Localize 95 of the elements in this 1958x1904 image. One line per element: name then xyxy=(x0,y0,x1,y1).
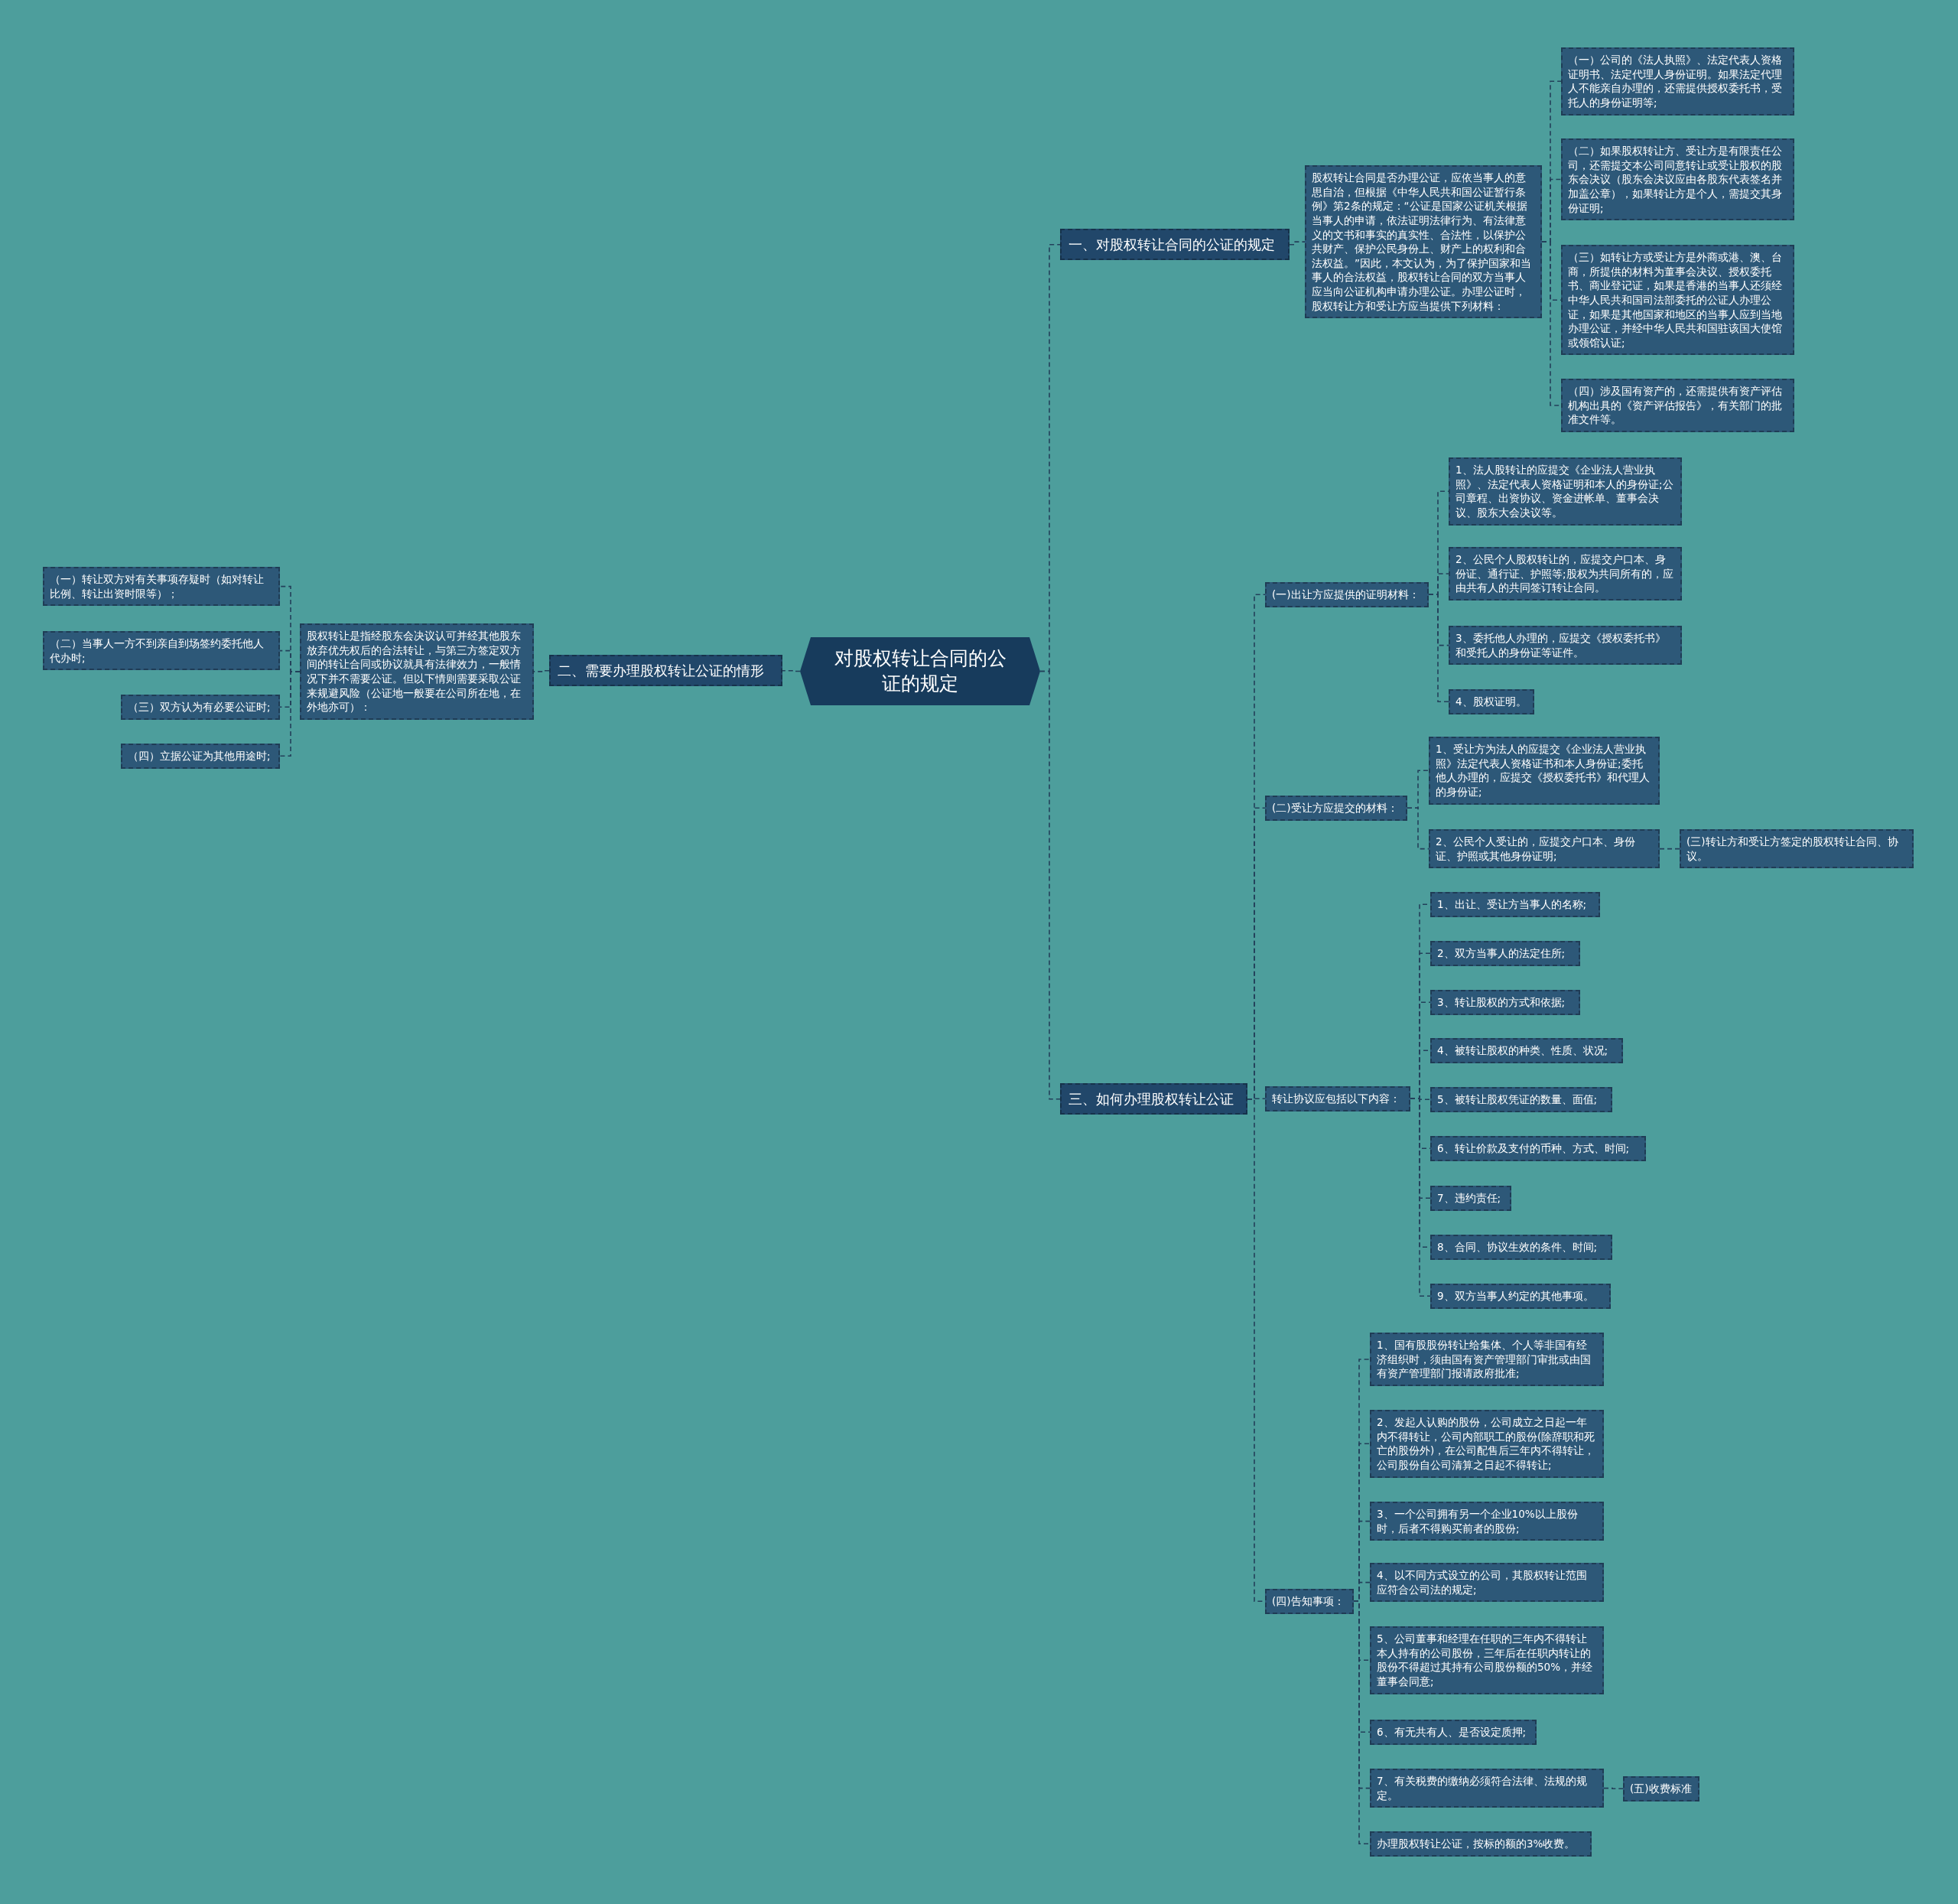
branch-topic xyxy=(549,655,782,687)
topic-text: (二)受让方应提交的材料： xyxy=(1272,801,1399,815)
topic-box xyxy=(43,631,280,671)
topic-text: (五)收费标准 xyxy=(1630,1782,1693,1796)
topic-text: 6、转让价款及支付的币种、方式、时间; xyxy=(1437,1141,1631,1156)
connector-line xyxy=(1603,1787,1624,1790)
central-topic xyxy=(800,637,1040,705)
connector-line xyxy=(1410,1098,1431,1297)
topic-box xyxy=(1449,547,1682,600)
topic-box xyxy=(121,744,280,769)
topic-text: 2、公民个人股权转让的，应提交户口本、身份证、通行证、护照等;股权为共同所有的，应由共有人的共同签订转让合同。 xyxy=(1455,552,1674,595)
topic-text: 4、被转让股权的种类、性质、状况; xyxy=(1437,1043,1609,1058)
topic-text: （三）如转让方或受让方是外商或港、澳、台商，所提供的材料为董事会决议、授权委托书、商业登记证，如果是香港的当事人还须经中华人民共和国司法部委托的公证人办理公证，如果是其他国家和地区的当事人应到当地办理公证，并经中华人民共和国驻该国大使馆或领馆认证; xyxy=(1568,250,1783,350)
topic-box xyxy=(1265,1589,1354,1614)
topic-text: (三)转让方和受让方签定的股权转让合同、协议。 xyxy=(1686,835,1899,864)
topic-box xyxy=(1430,1136,1646,1161)
topic-box xyxy=(1449,457,1682,526)
connector-line xyxy=(1353,1600,1371,1845)
connector-line xyxy=(1428,594,1449,703)
topic-box xyxy=(1561,379,1794,432)
topic-box xyxy=(1430,1186,1511,1211)
topic-text: 5、公司董事和经理在任职的三年内不得转让本人持有的公司股份，三年后在任职内转让的股份不得超过其持有公司股份额的50%，并经董事会同意; xyxy=(1377,1632,1593,1689)
branch-topic xyxy=(1060,1083,1247,1115)
topic-box xyxy=(1370,1626,1604,1694)
topic-box xyxy=(1430,1235,1612,1260)
topic-text: 8、合同、协议生效的条件、时间; xyxy=(1437,1240,1599,1255)
topic-text: 1、国有股股份转让给集体、个人等非国有经济组织时，须由国有资产管理部门审批或由国有资产管理部门报请政府批准; xyxy=(1377,1338,1592,1381)
topic-box xyxy=(1429,737,1660,805)
topic-text: （四）涉及国有资产的，还需提供有资产评估机构出具的《资产评估报告》，有关部门的批准文件等。 xyxy=(1568,384,1783,427)
topic-text: 2、发起人认购的股份，公司成立之日起一年内不得转让，公司内部职工的股份(除辞职和死亡的股份外)，在公司配售后三年内不得转让，公司股份自公司清算之日起不得转让; xyxy=(1377,1415,1596,1473)
connector-line xyxy=(1039,670,1061,1100)
topic-text: 7、有关税费的缴纳必须符合法律、法规的规定。 xyxy=(1377,1774,1588,1803)
topic-box xyxy=(1430,941,1580,966)
branch-topic xyxy=(1060,229,1290,261)
topic-box xyxy=(1449,689,1534,714)
topic-text: 9、双方当事人约定的其他事项。 xyxy=(1437,1289,1595,1304)
topic-text: （四）立据公证为其他用途时; xyxy=(128,749,272,763)
topic-text: 2、双方当事人的法定住所; xyxy=(1437,946,1566,961)
topic-box xyxy=(1370,1769,1604,1808)
topic-box xyxy=(1430,990,1580,1015)
topic-text: 一、对股权转让合同的公证的规定 xyxy=(1068,236,1276,254)
connector-line xyxy=(1407,807,1429,850)
topic-text: 转让协议应包括以下内容： xyxy=(1272,1092,1401,1106)
topic-text: （一）转让双方对有关事项存疑时（如对转让比例、转让出资时限等）； xyxy=(50,572,265,601)
topic-text: 7、违约责任; xyxy=(1437,1191,1502,1206)
topic-box xyxy=(1430,1038,1623,1063)
topic-box xyxy=(1370,1831,1592,1857)
topic-text: 6、有无共有人、是否设定质押; xyxy=(1377,1725,1527,1740)
topic-box xyxy=(1265,796,1407,821)
topic-text: （二）如果股权转让方、受让方是有限责任公司，还需提交本公司同意转让或受让股权的股东会决议（股东会决议应由各股东代表签名并加盖公章），如果转让方是个人，需提交其身份证明; xyxy=(1568,144,1783,216)
connector-line xyxy=(1289,241,1306,246)
topic-text: (一)出让方应提供的证明材料： xyxy=(1272,587,1420,602)
topic-box xyxy=(1561,245,1794,356)
topic-text: （二）当事人一方不到亲自到场签约委托他人代办时; xyxy=(50,636,265,666)
topic-box xyxy=(1265,1086,1410,1111)
connector-line xyxy=(279,671,301,757)
connector-line xyxy=(782,669,801,672)
topic-text: 4、股权证明。 xyxy=(1455,695,1527,709)
topic-text: （三）双方认为有必要公证时; xyxy=(128,700,272,714)
topic-box xyxy=(1370,1333,1604,1386)
topic-text: 三、如何办理股权转让公证 xyxy=(1068,1090,1234,1108)
topic-box xyxy=(43,567,280,607)
topic-text: 1、出让、受让方当事人的名称; xyxy=(1437,897,1588,912)
topic-text: （一）公司的《法人执照》、法定代表人资格证明书、法定代理人身份证明。如果法定代理人不能亲自办理的，还需提供授权委托书，受托人的身份证明等; xyxy=(1568,53,1783,110)
topic-text: 1、法人股转让的应提交《企业法人营业执照》、法定代表人资格证明和本人的身份证;公司章程、出资协议、资金进帐单、董事会决议、股东大会决议等。 xyxy=(1455,463,1674,520)
topic-box xyxy=(1430,1087,1612,1112)
topic-box xyxy=(1430,1284,1611,1309)
topic-box xyxy=(1561,47,1794,116)
topic-box xyxy=(1265,582,1429,607)
topic-text: 5、被转让股权凭证的数量、面值; xyxy=(1437,1092,1599,1107)
topic-box xyxy=(1370,1720,1537,1745)
topic-text: 3、委托他人办理的，应提交《授权委托书》和受托人的身份证等证件。 xyxy=(1455,631,1667,660)
topic-box xyxy=(1680,829,1914,869)
topic-text: 3、转让股权的方式和依据; xyxy=(1437,995,1566,1010)
topic-text: (四)告知事项： xyxy=(1272,1594,1345,1609)
topic-box xyxy=(1370,1410,1604,1478)
topic-text: 股权转让合同是否办理公证，应依当事人的意思自治，但根据《中华人民共和国公证暂行条例》第2条的规定：“公证是国家公证机关根据当事人的申请，依法证明法律行为、有法律意义的文书和事实的真实性、合法性，以保护公共财产、保护公民身份上、财产上的权利和合法权益。”因此，本文认为，为了保护国家和当事人的合法权益，股权转让合同的双方当事人应当向公证机构申请办理公证。办理公证时，股权转让方和受让方应当提供下列材料： xyxy=(1312,171,1532,314)
topic-text: 2、公民个人受让的，应提交户口本、身份证、护照或其他身份证明; xyxy=(1436,835,1636,864)
topic-box xyxy=(1623,1776,1699,1801)
topic-text: 股权转让是指经股东会决议认可并经其他股东放弃优先权后的合法转让，与第三方签定双方间的转让合同或协议就具有法律效力，一般情况下并不需要公证。但以下情则需要采取公证来规避风险（公证地一般要在公司所在地，在外地亦可）： xyxy=(307,629,522,714)
topic-text: 1、受让方为法人的应提交《企业法人营业执照》法定代表人资格证书和本人身份证;委托他人办理的，应提交《授权委托书》和代理人的身份证; xyxy=(1436,742,1651,799)
topic-text: 办理股权转让公证，按标的额的3%收费。 xyxy=(1377,1837,1576,1851)
topic-text: 3、一个公司拥有另一个企业10%以上股份时，后者不得购买前者的股份; xyxy=(1377,1507,1579,1536)
topic-text: 4、以不同方式设立的公司，其股权转让范围应符合公司法的规定; xyxy=(1377,1568,1588,1597)
connector-line xyxy=(1659,848,1680,850)
topic-text: 对股权转让合同的公证的规定 xyxy=(833,646,1007,696)
topic-box xyxy=(1430,892,1600,917)
topic-box xyxy=(1449,626,1682,666)
topic-box xyxy=(1561,138,1794,221)
topic-box xyxy=(1370,1563,1604,1603)
topic-text: 二、需要办理股权转让公证的情形 xyxy=(558,662,765,680)
topic-box xyxy=(1370,1502,1604,1541)
topic-box xyxy=(1429,829,1660,869)
topic-box xyxy=(300,623,534,720)
topic-box xyxy=(121,695,280,720)
